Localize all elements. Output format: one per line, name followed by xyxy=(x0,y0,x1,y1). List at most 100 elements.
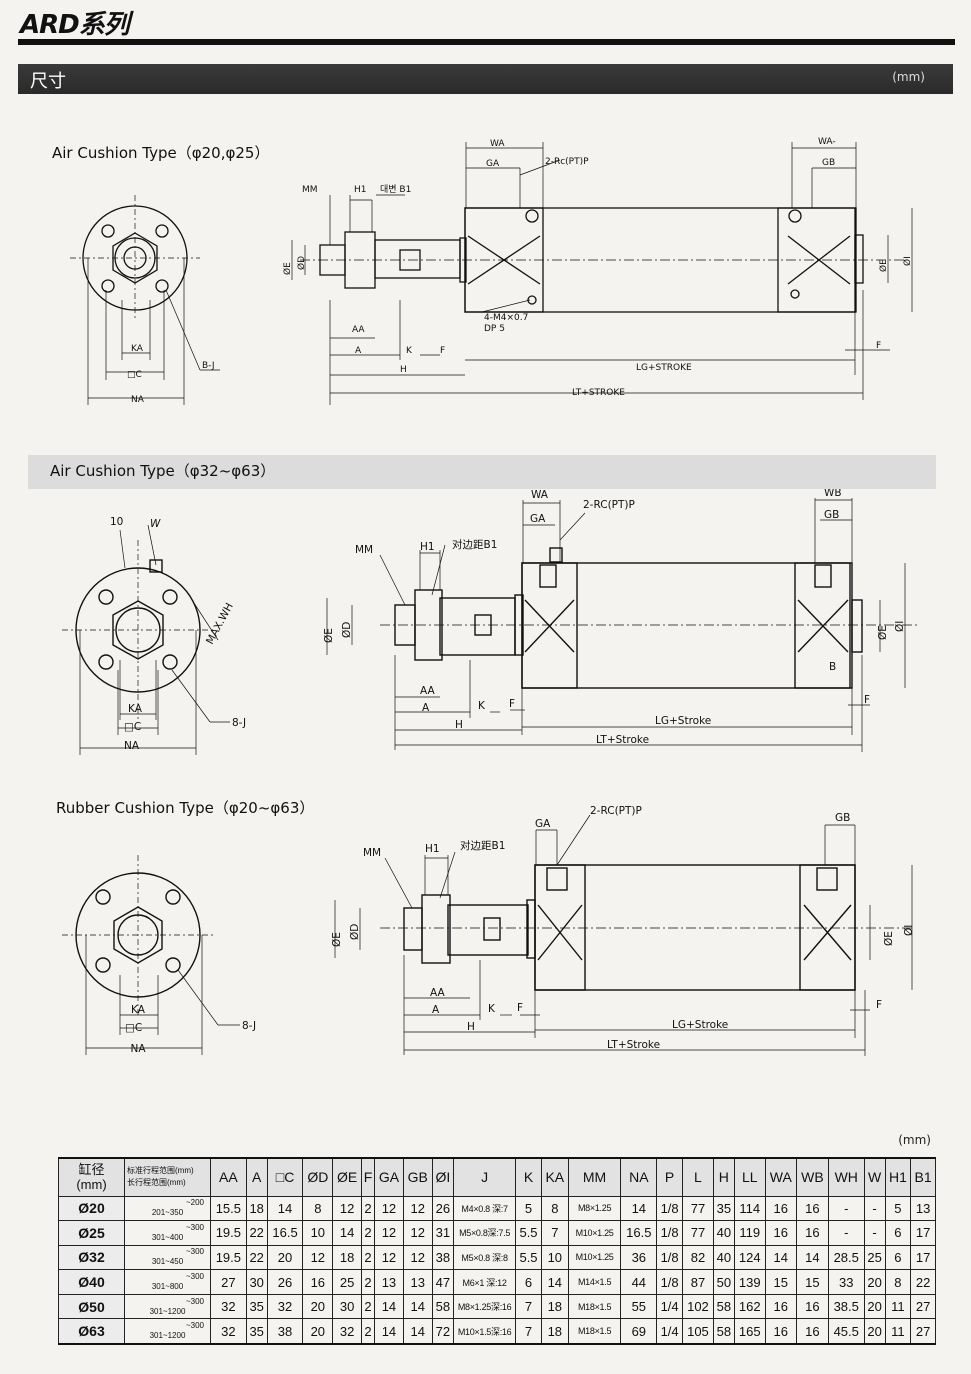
table-cell: 40 xyxy=(712,1244,735,1271)
stroke-header-line2: 长行程范围(mm) xyxy=(127,1178,186,1188)
table-cell: 82 xyxy=(682,1244,714,1271)
table-cell: 32 xyxy=(266,1293,304,1320)
d1-f-label: F xyxy=(440,346,445,356)
d1-h1-label: H1 xyxy=(354,185,367,195)
col-header: B1 xyxy=(910,1157,936,1197)
col-header: WA xyxy=(764,1157,797,1197)
table-cell: 15.5 xyxy=(210,1195,247,1222)
d2-b1-label: 对边距B1 xyxy=(452,538,497,551)
col-header: LL xyxy=(733,1157,766,1197)
drawing-rubber-cushion: GA 2-RC(PT)P GB MM H1 对边距B1 ØE ØD ØE ØI … xyxy=(62,805,915,1056)
header-rule xyxy=(18,39,955,45)
table-cell: 50 xyxy=(712,1269,735,1295)
table-cell: 13 xyxy=(402,1269,433,1295)
table-cell: 13 xyxy=(910,1195,936,1222)
table-cell: 38 xyxy=(266,1318,304,1345)
table-cell: 14 xyxy=(374,1293,404,1320)
table-cell: 13 xyxy=(374,1269,404,1295)
col-header: A xyxy=(245,1157,268,1197)
standard-stroke: ~300 xyxy=(185,1321,204,1331)
table-cell: 12 xyxy=(374,1244,404,1271)
d2-c-label: □C xyxy=(124,721,141,733)
d3-k-label: K xyxy=(488,1003,496,1015)
table-cell: - xyxy=(863,1220,886,1246)
d2-f-label: F xyxy=(509,698,515,710)
d1-wa2-label: WA- xyxy=(818,137,836,147)
table-cell: 16 xyxy=(795,1195,829,1222)
table-cell: - xyxy=(863,1195,886,1222)
long-stroke: 301~1200 xyxy=(149,1306,186,1316)
table-cell: 14 xyxy=(266,1195,304,1222)
col-header: AA xyxy=(210,1157,247,1197)
bore-cell: Ø20 xyxy=(58,1195,125,1222)
d1-tap-label: 4-M4×0.7 xyxy=(484,313,528,323)
d2-lg-label: LG+Stroke xyxy=(655,715,711,727)
table-cell: 27 xyxy=(210,1269,247,1295)
col-header: H xyxy=(712,1157,735,1197)
d2-j-label: 8-J xyxy=(232,717,246,729)
table-cell: 32 xyxy=(332,1318,363,1345)
col-header: J xyxy=(453,1157,517,1197)
table-cell: 33 xyxy=(827,1269,865,1295)
table-cell: 22 xyxy=(245,1244,268,1271)
table-cell: 32 xyxy=(210,1318,247,1345)
d3-aa-label: AA xyxy=(430,987,445,999)
d2-b-label: B xyxy=(829,661,836,673)
table-cell: 18 xyxy=(540,1318,569,1345)
stroke-header-line1: 标准行程范围(mm) xyxy=(127,1166,194,1176)
table-cell: 20 xyxy=(863,1293,886,1320)
stroke-header: 标准行程范围(mm) 长行程范围(mm) xyxy=(124,1157,211,1197)
table-cell: 10 xyxy=(302,1220,334,1246)
table-cell: 2 xyxy=(361,1195,376,1222)
table-cell: 14 xyxy=(402,1293,433,1320)
table-cell: M4×0.8 深:7 xyxy=(453,1195,517,1222)
d3-a-label: A xyxy=(432,1004,440,1016)
table-cell: 16.5 xyxy=(620,1220,658,1246)
table-cell: 20 xyxy=(302,1318,334,1345)
table-cell: 38 xyxy=(431,1244,455,1271)
d2-e2-label: ØE xyxy=(877,625,889,640)
table-cell: M10×1.25 xyxy=(567,1244,622,1271)
col-header: F xyxy=(361,1157,376,1197)
table-cell: 1/8 xyxy=(656,1220,684,1246)
standard-stroke: ~300 xyxy=(185,1222,204,1232)
table-cell: 15 xyxy=(764,1269,797,1295)
dimension-table: 缸径 (mm) 标准行程范围(mm) 长行程范围(mm) AA A □C ØD … xyxy=(58,1157,936,1345)
table-cell: 16 xyxy=(795,1318,829,1345)
table-cell: M10×1.25 xyxy=(567,1220,622,1246)
table-cell: 10 xyxy=(540,1244,569,1271)
d2-angle-label: 10 xyxy=(110,516,123,528)
d2-port-label: 2-RC(PT)P xyxy=(583,499,635,511)
d1-f2-label: F xyxy=(876,341,881,351)
table-cell: 7 xyxy=(515,1318,542,1345)
bore-header: 缸径 (mm) xyxy=(58,1157,125,1197)
table-cell: M5×0.8深:7.5 xyxy=(453,1220,517,1246)
d3-f-label: F xyxy=(517,1002,523,1014)
table-cell: 16 xyxy=(795,1293,829,1320)
d2-h1-label: H1 xyxy=(420,541,435,553)
d1-a-label: A xyxy=(355,346,362,356)
table-cell: 124 xyxy=(733,1244,766,1271)
d3-d-label: ØD xyxy=(349,924,361,940)
col-header: NA xyxy=(620,1157,658,1197)
d2-h-label: H xyxy=(455,719,463,731)
table-cell: 1/8 xyxy=(656,1195,684,1222)
d3-h1-label: H1 xyxy=(425,843,440,855)
table-cell: 5.5 xyxy=(515,1244,542,1271)
table-cell: 12 xyxy=(402,1244,433,1271)
table-cell: 6 xyxy=(884,1244,912,1271)
table-cell: 17 xyxy=(910,1220,936,1246)
table-cell: 12 xyxy=(374,1220,404,1246)
table-cell: 20 xyxy=(266,1244,304,1271)
col-header: H1 xyxy=(884,1157,912,1197)
table-cell: 2 xyxy=(361,1220,376,1246)
d2-wa-label: WA xyxy=(531,489,549,501)
table-cell: 2 xyxy=(361,1269,376,1295)
table-cell: 45.5 xyxy=(827,1318,865,1345)
table-cell: 20 xyxy=(302,1293,334,1320)
rubber-cushion-title: Rubber Cushion Type（φ20~φ63） xyxy=(56,799,315,817)
